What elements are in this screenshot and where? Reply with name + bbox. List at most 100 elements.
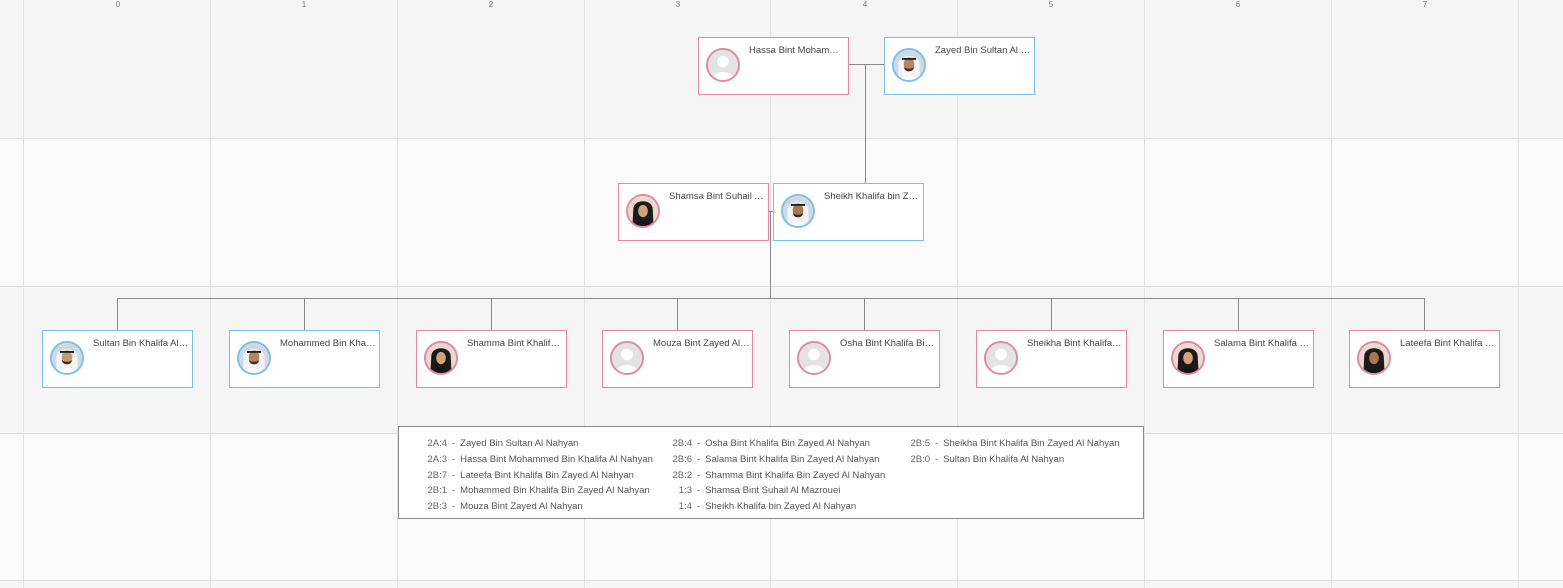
- person-name: Hassa Bint Mohammed Bin Khalifa Al Nahya…: [749, 45, 846, 56]
- connector-line: [864, 298, 865, 330]
- person-card[interactable]: Salama Bint Khalifa Bin Zayed Al Nahyan: [1163, 330, 1314, 388]
- legend-code: 2B:2: [672, 469, 692, 481]
- legend-row: 2B:2-Shamma Bint Khalifa Bin Zayed Al Na…: [670, 468, 885, 484]
- legend-name: Sheikh Khalifa bin Zayed Al Nahyan: [705, 501, 857, 513]
- legend-separator: -: [697, 485, 701, 497]
- avatar: [1357, 341, 1391, 375]
- connector-line: [865, 64, 866, 183]
- legend-name: Zayed Bin Sultan Al Nahyan: [460, 438, 579, 449]
- legend-column: 2B:5-Sheikha Bint Khalifa Bin Zayed Al N…: [910, 436, 1120, 468]
- legend-code: 2B:0: [910, 453, 930, 465]
- connector-line: [1424, 298, 1425, 330]
- person-name: Lateefa Bint Khalifa Bin Zayed Al Nahyan: [1400, 338, 1497, 349]
- person-card[interactable]: Lateefa Bint Khalifa Bin Zayed Al Nahyan: [1349, 330, 1500, 388]
- legend-code: 2B:3: [427, 501, 447, 513]
- legend-name: Hassa Bint Mohammed Bin Khalifa Al Nahya…: [460, 453, 653, 465]
- connector-line: [304, 298, 305, 330]
- column-label: 5: [1048, 0, 1054, 9]
- connector-line: [117, 298, 118, 330]
- connector-line: [768, 211, 774, 212]
- column-divider: [397, 0, 398, 588]
- placeholder-avatar-icon: [706, 48, 740, 82]
- column-label: 3: [675, 0, 681, 9]
- column-label: 0: [115, 0, 121, 9]
- legend-separator: -: [452, 485, 456, 497]
- legend-code: 2B:5: [910, 438, 930, 449]
- legend-row: 1:4-Sheikh Khalifa bin Zayed Al Nahyan: [670, 499, 885, 515]
- avatar: [781, 194, 815, 228]
- legend-separator: -: [697, 453, 701, 465]
- legend-separator: -: [697, 501, 701, 513]
- connector-line: [491, 298, 492, 330]
- legend-row: 2B:5-Sheikha Bint Khalifa Bin Zayed Al N…: [910, 436, 1120, 452]
- person-card[interactable]: Mohammed Bin Khalifa Bin Zayed Al Nahyan: [229, 330, 380, 388]
- legend-name: Sultan Bin Khalifa Al Nahyan: [943, 453, 1065, 465]
- placeholder-avatar-icon: [797, 341, 831, 375]
- legend-code: 1:4: [678, 501, 692, 513]
- avatar: [424, 341, 458, 375]
- person-card[interactable]: Sheikh Khalifa bin Zayed Al Nahyan: [773, 183, 924, 241]
- column-divider: [584, 0, 585, 588]
- person-card[interactable]: Shamma Bint Khalifa Bin Zayed Al Nahyan: [416, 330, 567, 388]
- column-label: 1: [301, 0, 307, 9]
- person-name: Osha Bint Khalifa Bin Zayed Al Nahyan: [840, 338, 937, 349]
- legend-row: 2B:1-Mohammed Bin Khalifa Bin Zayed Al N…: [415, 483, 653, 499]
- legend-separator: -: [452, 469, 456, 481]
- person-card[interactable]: Sultan Bin Khalifa Al Nahyan: [42, 330, 193, 388]
- person-name: Mouza Bint Zayed Al Nahyan: [653, 338, 750, 349]
- legend-name: Shamsa Bint Suhail Al Mazrouei: [705, 485, 841, 497]
- column-label: 4: [862, 0, 868, 9]
- placeholder-avatar-icon: [984, 341, 1018, 375]
- legend-separator: -: [452, 453, 456, 465]
- column-divider: [957, 0, 958, 588]
- column-divider: [1518, 0, 1519, 588]
- avatar: [237, 341, 271, 375]
- avatar: [50, 341, 84, 375]
- person-name: Salama Bint Khalifa Bin Zayed Al Nahyan: [1214, 338, 1311, 349]
- legend-code: 2B:4: [672, 438, 692, 449]
- row-band: [0, 580, 1563, 588]
- person-card[interactable]: Osha Bint Khalifa Bin Zayed Al Nahyan: [789, 330, 940, 388]
- legend-name: Lateefa Bint Khalifa Bin Zayed Al Nahyan: [460, 469, 634, 481]
- person-name: Shamma Bint Khalifa Bin Zayed Al Nahyan: [467, 338, 564, 349]
- placeholder-avatar-icon: [610, 341, 644, 375]
- person-card[interactable]: Shamsa Bint Suhail Al Mazrouei: [618, 183, 769, 241]
- legend-name: Sheikha Bint Khalifa Bin Zayed Al Nahyan: [943, 438, 1120, 449]
- legend-row: 2A:4-Zayed Bin Sultan Al Nahyan: [415, 436, 653, 452]
- legend-row: 2B:3-Mouza Bint Zayed Al Nahyan: [415, 499, 653, 515]
- legend-name: Shamma Bint Khalifa Bin Zayed Al Nahyan: [705, 469, 886, 481]
- person-card[interactable]: Hassa Bint Mohammed Bin Khalifa Al Nahya…: [698, 37, 849, 95]
- row-divider: [0, 138, 1563, 139]
- column-divider: [1144, 0, 1145, 588]
- legend-row: 2B:4-Osha Bint Khalifa Bin Zayed Al Nahy…: [670, 436, 885, 452]
- avatar: [892, 48, 926, 82]
- person-card[interactable]: Sheikha Bint Khalifa Bin Zayed Al Nahyan: [976, 330, 1127, 388]
- column-divider: [23, 0, 24, 588]
- person-card[interactable]: Mouza Bint Zayed Al Nahyan: [602, 330, 753, 388]
- legend-row: 2B:6-Salama Bint Khalifa Bin Zayed Al Na…: [670, 452, 885, 468]
- column-divider: [1331, 0, 1332, 588]
- legend-name: Osha Bint Khalifa Bin Zayed Al Nahyan: [705, 438, 870, 449]
- column-divider: [210, 0, 211, 588]
- legend-separator: -: [452, 501, 456, 513]
- person-card[interactable]: Zayed Bin Sultan Al Nahyan: [884, 37, 1035, 95]
- legend-row: 2B:7-Lateefa Bint Khalifa Bin Zayed Al N…: [415, 468, 653, 484]
- legend-separator: -: [697, 438, 701, 449]
- person-name: Sheikha Bint Khalifa Bin Zayed Al Nahyan: [1027, 338, 1124, 349]
- row-divider: [0, 286, 1563, 287]
- column-label: 6: [1235, 0, 1241, 9]
- legend-code: 2B:7: [427, 469, 447, 481]
- legend-row: 2B:0-Sultan Bin Khalifa Al Nahyan: [910, 452, 1120, 468]
- connector-line: [1238, 298, 1239, 330]
- legend-name: Mohammed Bin Khalifa Bin Zayed Al Nahyan: [460, 485, 650, 497]
- legend-separator: -: [452, 438, 456, 449]
- person-name: Sheikh Khalifa bin Zayed Al Nahyan: [824, 191, 921, 202]
- legend-separator: -: [935, 438, 939, 449]
- legend-code: 2A:3: [427, 453, 447, 465]
- legend-code: 2B:6: [672, 453, 692, 465]
- avatar: [1171, 341, 1205, 375]
- legend-separator: -: [697, 469, 701, 481]
- connector-line: [118, 298, 1425, 299]
